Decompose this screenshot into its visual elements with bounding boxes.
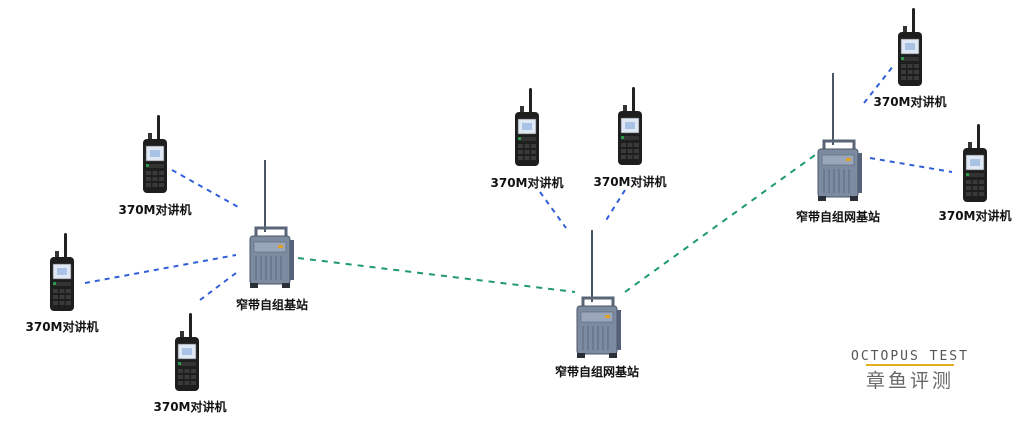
link-radio4-station2 bbox=[539, 191, 567, 229]
station-label: 窄带自组基站 bbox=[236, 297, 308, 312]
base-station-icon bbox=[575, 230, 623, 360]
radio-icon bbox=[897, 8, 923, 87]
watermark-cn: 章鱼评测 bbox=[866, 370, 954, 392]
station-label: 窄带自组网基站 bbox=[555, 364, 639, 379]
link-station2-station3 bbox=[624, 154, 816, 293]
link-radio1-station1 bbox=[171, 169, 241, 209]
link-radio6-station3 bbox=[863, 64, 895, 104]
radio-label: 370M对讲机 bbox=[154, 399, 227, 414]
radio-label: 370M对讲机 bbox=[594, 174, 667, 189]
station-links bbox=[297, 154, 816, 293]
base-station-icon bbox=[248, 160, 296, 290]
link-radio5-station2 bbox=[604, 189, 626, 223]
radio-icon bbox=[514, 88, 540, 167]
watermark-logo: OCTOPUS TEST 章鱼评测 bbox=[851, 349, 969, 392]
radio-label: 370M对讲机 bbox=[939, 208, 1012, 223]
watermark-en: OCTOPUS TEST bbox=[851, 349, 969, 364]
link-radio3-station1 bbox=[199, 269, 241, 301]
radio-label: 370M对讲机 bbox=[119, 202, 192, 217]
link-station1-station2 bbox=[297, 257, 576, 293]
radio-icon bbox=[142, 115, 168, 194]
radio-label: 370M对讲机 bbox=[26, 319, 99, 334]
radio-label: 370M对讲机 bbox=[874, 94, 947, 109]
radio-label: 370M对讲机 bbox=[491, 175, 564, 190]
radio-icon bbox=[174, 313, 200, 392]
station-label: 窄带自组网基站 bbox=[796, 209, 880, 224]
link-radio7-station3 bbox=[869, 157, 953, 173]
radio-icon bbox=[617, 87, 643, 166]
radio-icon bbox=[962, 124, 988, 203]
base-station-icon bbox=[816, 73, 864, 203]
radio-icon bbox=[49, 233, 75, 312]
link-radio2-station1 bbox=[84, 254, 237, 284]
radio-links bbox=[84, 64, 953, 301]
